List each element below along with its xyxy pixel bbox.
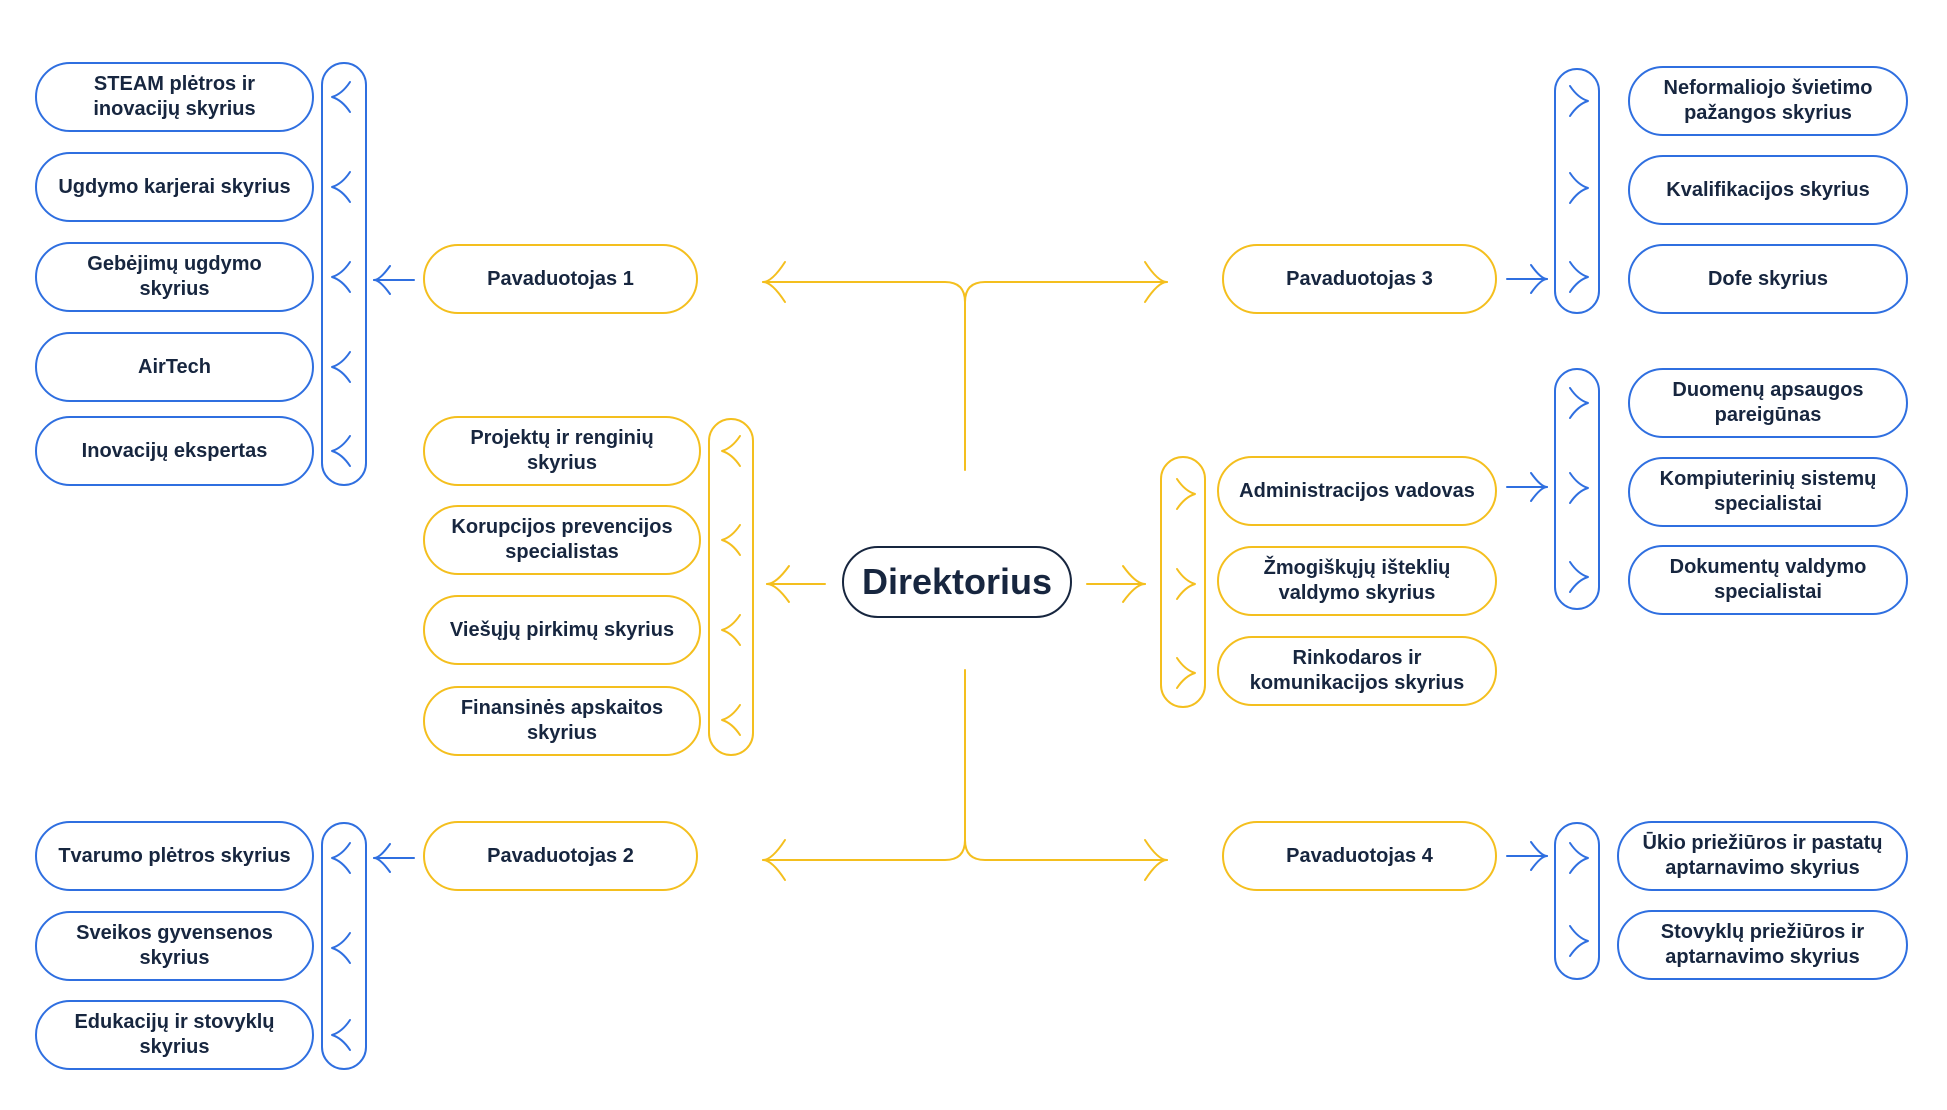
line-to-deputy-4 [964,669,1168,861]
unit-camp-maintenance-node[interactable]: Stovyklų priežiūros ir aptarnavimo skyri… [1617,910,1908,980]
line-to-deputy-1 [762,281,966,303]
brace-director-right-units [1160,456,1206,708]
unit-documents-node[interactable]: Dokumentų valdymo specialistai [1628,545,1908,615]
unit-career-node[interactable]: Ugdymo karjerai skyrius [35,152,314,222]
unit-computer-systems-node[interactable]: Kompiuterinių sistemų specialistai [1628,457,1908,527]
unit-maintenance-node[interactable]: Ūkio priežiūros ir pastatų aptarnavimo s… [1617,821,1908,891]
unit-education-camps-node[interactable]: Edukacijų ir stovyklų skyrius [35,1000,314,1070]
unit-airtech-node[interactable]: AirTech [35,332,314,402]
arrow-deputy-4-icon [1144,839,1168,881]
director-node[interactable]: Direktorius [842,546,1072,618]
deputy-3-node[interactable]: Pavaduotojas 3 [1222,244,1497,314]
unit-qualification-node[interactable]: Kvalifikacijos skyrius [1628,155,1908,225]
brace-admin-units [1554,368,1600,610]
brace-deputy-1-units [321,62,367,486]
deputy-1-node[interactable]: Pavaduotojas 1 [423,244,698,314]
unit-nonformal-node[interactable]: Neformaliojo švietimo pažangos skyrius [1628,66,1908,136]
unit-skills-node[interactable]: Gebėjimų ugdymo skyrius [35,242,314,312]
line-to-deputy-3 [964,281,1168,471]
brace-director-left-units [708,418,754,756]
arrow-deputy-1-icon [762,261,786,303]
unit-innovation-expert-node[interactable]: Inovacijų ekspertas [35,416,314,486]
brace-deputy-3-units [1554,68,1600,314]
unit-procurement-node[interactable]: Viešųjų pirkimų skyrius [423,595,701,665]
unit-hr-node[interactable]: Žmogiškųjų išteklių valdymo skyrius [1217,546,1497,616]
arrow-deputy-2-icon [762,839,786,881]
unit-finance-node[interactable]: Finansinės apskaitos skyrius [423,686,701,756]
arrow-left-staff-icon [766,565,790,603]
line-to-deputy-2 [762,839,966,861]
unit-data-protection-node[interactable]: Duomenų apsaugos pareigūnas [1628,368,1908,438]
brace-deputy-2-units [321,822,367,1070]
arrow-right-staff-icon [1122,565,1146,603]
unit-corruption-node[interactable]: Korupcijos prevencijos specialistas [423,505,701,575]
unit-steam-node[interactable]: STEAM plėtros ir inovacijų skyrius [35,62,314,132]
unit-dofe-node[interactable]: Dofe skyrius [1628,244,1908,314]
unit-administration-node[interactable]: Administracijos vadovas [1217,456,1497,526]
deputy-2-node[interactable]: Pavaduotojas 2 [423,821,698,891]
brace-deputy-4-units [1554,822,1600,980]
unit-sustainability-node[interactable]: Tvarumo plėtros skyrius [35,821,314,891]
unit-marketing-node[interactable]: Rinkodaros ir komunikacijos skyrius [1217,636,1497,706]
unit-projects-node[interactable]: Projektų ir renginių skyrius [423,416,701,486]
arrow-deputy-3-icon [1144,261,1168,303]
deputy-4-node[interactable]: Pavaduotojas 4 [1222,821,1497,891]
unit-healthy-lifestyle-node[interactable]: Sveikos gyvensenos skyrius [35,911,314,981]
